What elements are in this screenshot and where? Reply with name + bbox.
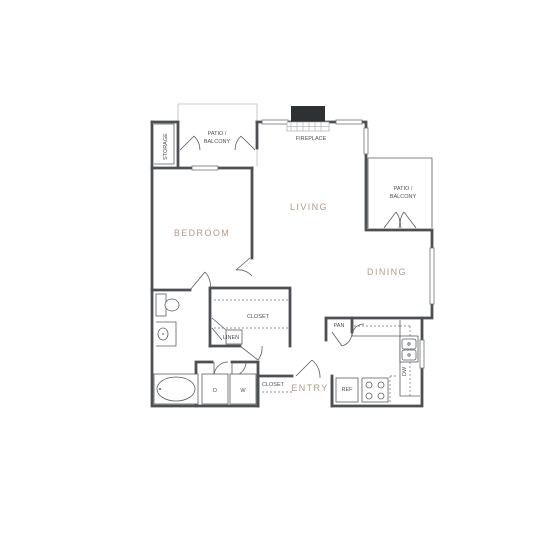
room-label-entry: ENTRY (291, 383, 328, 393)
bathroom-fixtures (153, 293, 199, 405)
label-patio-right-line1: PATIO / (394, 186, 413, 192)
annotations: STORAGE PATIO / BALCONY PATIO / BALCONY … (163, 131, 416, 394)
room-labels: BEDROOM LIVING DINING ENTRY (174, 202, 407, 393)
patio-balcony-right (367, 157, 433, 228)
label-dryer: D (213, 388, 217, 394)
room-label-bedroom: BEDROOM (174, 228, 230, 238)
fireplace (286, 106, 330, 132)
label-refrigerator: REF (342, 387, 354, 393)
room-label-living: LIVING (290, 202, 328, 212)
label-patio-left-line1: PATIO / (208, 131, 227, 137)
kitchen (335, 318, 420, 404)
label-dishwasher: DW (402, 366, 408, 376)
label-fireplace: FIREPLACE (296, 136, 327, 142)
label-patio-right-line2: BALCONY (390, 194, 417, 200)
label-washer: W (240, 388, 246, 394)
label-closet-bedroom: CLOSET (247, 314, 270, 320)
laundry-appliances (201, 373, 257, 405)
closets (154, 123, 294, 393)
exterior-walls (150, 120, 434, 408)
label-linen: LINEN (223, 335, 239, 341)
doors (179, 135, 417, 379)
label-pantry: PAN (334, 323, 345, 329)
room-label-dining: DINING (367, 267, 407, 277)
label-storage: STORAGE (163, 133, 169, 160)
label-closet-entry: CLOSET (262, 382, 285, 388)
label-patio-left-line2: BALCONY (204, 139, 231, 145)
windows (191, 119, 435, 369)
